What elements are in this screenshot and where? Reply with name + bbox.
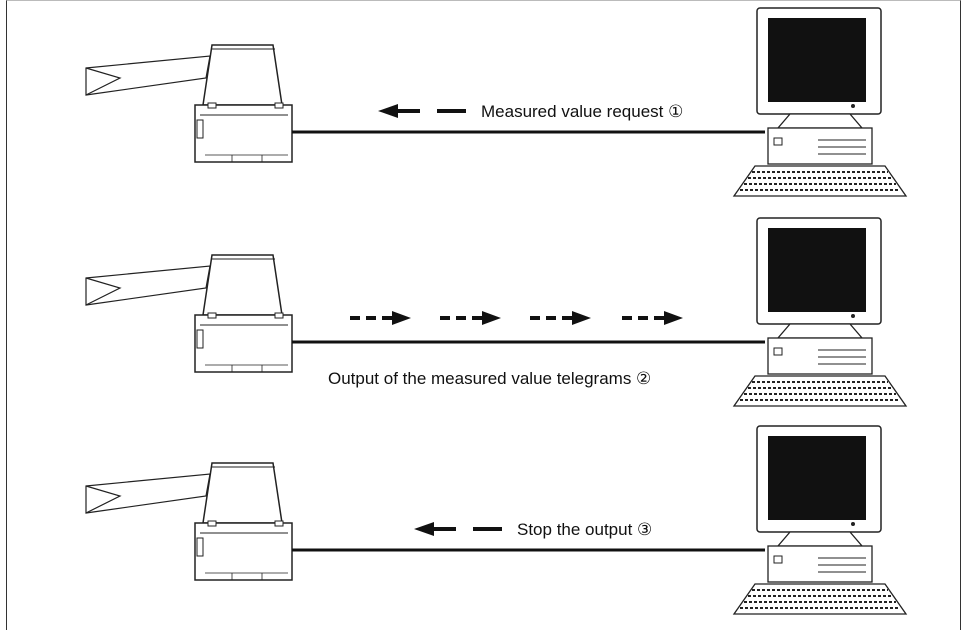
laser-scanner-icon: [85, 462, 293, 581]
row-2: Output of the measured value telegrams ②: [85, 217, 907, 407]
arrow-right-icon: [440, 311, 501, 325]
laser-scanner-icon: [85, 254, 293, 373]
desktop-computer-icon: [733, 7, 907, 197]
row-1: Measured value request ①: [85, 7, 907, 197]
arrow-right-icon: [350, 311, 411, 325]
desktop-computer-icon: [733, 217, 907, 407]
step-2-label: Output of the measured value telegrams ②: [328, 369, 651, 388]
arrow-right-icon: [622, 311, 683, 325]
desktop-computer-icon: [733, 425, 907, 615]
arrow-left-icon: [378, 104, 466, 118]
diagram-frame: [6, 0, 961, 630]
arrow-right-icon: [530, 311, 591, 325]
step-3-label: Stop the output ③: [517, 520, 652, 539]
arrow-left-icon: [414, 522, 502, 536]
row-3: Stop the output ③: [85, 425, 907, 615]
laser-scanner-icon: [85, 44, 293, 163]
step-1-label: Measured value request ①: [481, 102, 683, 121]
